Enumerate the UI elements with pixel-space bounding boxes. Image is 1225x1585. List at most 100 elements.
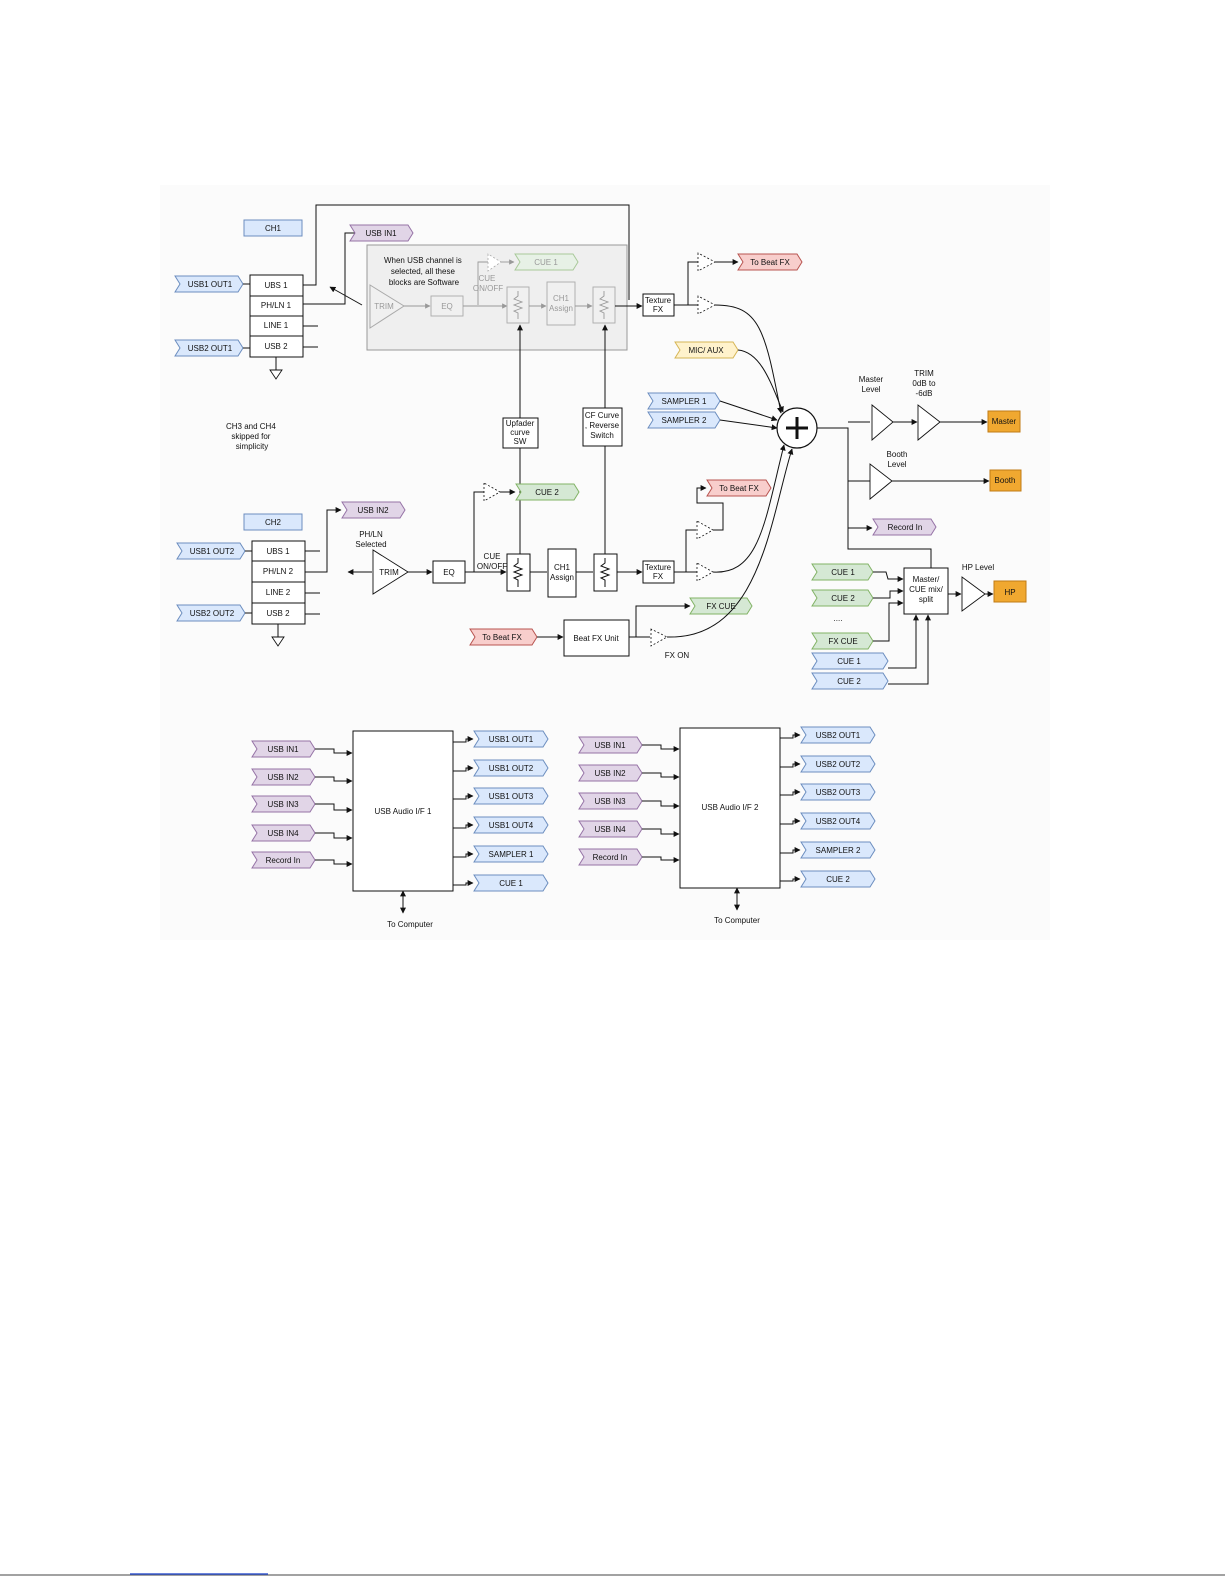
svg-text:PH/LN 2: PH/LN 2 [263,567,294,576]
svg-text:MIC/ AUX: MIC/ AUX [688,346,724,355]
ch1-fader-vca [697,295,716,315]
mix-cue1-green-tag [811,563,874,581]
ch1-title-tag [243,219,303,237]
svg-text:FX CUE: FX CUE [828,637,857,646]
svg-text:UBS 1: UBS 1 [266,547,290,556]
mix-cue2-blue-tag [811,672,889,690]
master-level-amp [871,404,894,441]
ch2-assign [547,548,577,598]
svg-text:Record In: Record In [266,856,301,865]
svg-text:USB IN4: USB IN4 [594,825,626,834]
ch2-trim [372,549,409,595]
svg-text:LINE 2: LINE 2 [266,588,291,597]
svg-text:SAMPLER 2: SAMPLER 2 [662,416,707,425]
skip-note: CH3 and CH4 skipped for simplicity [226,422,278,451]
svg-text:To Beat FX: To Beat FX [750,258,790,267]
fx-on-label: FX ON [665,651,690,660]
svg-text:USB1 OUT3: USB1 OUT3 [489,792,534,801]
master-output [987,410,1021,433]
fx-on-switch [650,628,668,647]
svg-text:USB2 OUT4: USB2 OUT4 [816,817,861,826]
beat-fx-unit [563,619,630,657]
svg-text:FX CUE: FX CUE [706,602,735,611]
svg-text:Record In: Record In [888,523,923,532]
svg-text:USB IN2: USB IN2 [267,773,299,782]
svg-text:HP: HP [1004,588,1015,597]
cf-curve-reverse-switch [582,407,623,447]
usb-if2-inputs: USB IN1 USB IN2 USB IN3 USB IN4 Record I… [578,736,680,866]
svg-text:CUE 1: CUE 1 [534,258,558,267]
svg-text:CUE 2: CUE 2 [831,594,855,603]
svg-text:LINE 1: LINE 1 [264,321,289,330]
usb-if1-inputs: USB IN1 USB IN2 USB IN3 USB IN4 Record I… [251,740,353,869]
record-in-tag [872,518,937,536]
master-bus [817,427,932,568]
ch1-cue-onoff: CUE ON/OFF [473,274,503,293]
hp-level-label: HP Level [962,563,995,572]
ch1-source-selector: UBS 1 PH/LN 1 LINE 1 USB 2 [249,274,318,380]
svg-text:CUE 1: CUE 1 [831,568,855,577]
ch1-trim [369,284,405,329]
ch1-cue-tag [514,253,579,271]
ch2-cue-tag [515,483,580,501]
ch2-usb2-out-tag [176,604,246,622]
svg-text:USB1 OUT4: USB1 OUT4 [489,821,534,830]
svg-text:PH/LN 1: PH/LN 1 [261,301,292,310]
svg-text:USB2 OUT2: USB2 OUT2 [190,609,235,618]
ch1-upfader [506,286,530,324]
svg-text:EQ: EQ [441,302,453,311]
svg-text:EQ: EQ [443,568,455,577]
ch2-source-selector: UBS 1 PH/LN 2 LINE 2 USB 2 [251,540,320,647]
ch2-title-tag [243,513,303,531]
usb-if2-label: USB Audio I/F 2 [702,803,759,812]
mic-aux-tag [674,341,739,359]
svg-text:USB2 OUT2: USB2 OUT2 [816,760,861,769]
svg-text:USB IN1: USB IN1 [594,741,626,750]
svg-text:USB 2: USB 2 [264,342,288,351]
usb-if1-box [352,730,454,892]
svg-text:TRIM: TRIM [379,568,399,577]
svg-text:USB2 OUT3: USB2 OUT3 [816,788,861,797]
fx-cue-tag [689,597,753,615]
svg-text:USB 2: USB 2 [266,609,290,618]
ch1-usb-in-label: USB IN1 [365,229,397,238]
hp-output [993,580,1027,603]
svg-text:USB IN3: USB IN3 [594,797,626,806]
svg-text:Master: Master [992,417,1017,426]
svg-text:USB1 OUT1: USB1 OUT1 [489,735,534,744]
usb-if2-box [679,727,781,889]
svg-text:Beat FX Unit: Beat FX Unit [573,634,619,643]
hp-level-amp [961,576,986,612]
svg-text:USB IN3: USB IN3 [267,800,299,809]
usb-if1-outputs: USB1 OUT1 USB1 OUT2 USB1 OUT3 USB1 OUT4 … [453,730,549,892]
ch2-title: CH2 [265,518,282,527]
usb-if1-to-computer: To Computer [387,920,433,929]
svg-text:Booth: Booth [995,476,1016,485]
booth-level-amp [869,463,893,500]
svg-text:CUE 1: CUE 1 [837,657,861,666]
booth-output [989,469,1022,492]
ch1-assign [546,281,576,326]
ch1-usb-in-tag [349,224,414,242]
sampler1-tag [647,392,721,410]
svg-text:USB IN4: USB IN4 [267,829,299,838]
ch2-fader-vca [696,562,714,582]
svg-text:To Beat FX: To Beat FX [719,484,759,493]
svg-text:Master/CUE mix/split: Master/CUE mix/split [909,575,944,604]
ch2-to-beat-fx-tag [706,479,772,497]
svg-text:CUE 2: CUE 2 [837,677,861,686]
ch2-beat-fx-send [696,520,714,540]
mix-cue2-green-tag [811,589,874,607]
ch1-cue-switch [487,253,502,272]
sampler2-tag [647,411,721,429]
ch1-crossfader [592,286,616,324]
usb-if2-outputs: USB2 OUT1 USB2 OUT2 USB2 OUT3 USB2 OUT4 … [780,726,876,888]
ch2-usb1-out-tag [176,542,246,560]
